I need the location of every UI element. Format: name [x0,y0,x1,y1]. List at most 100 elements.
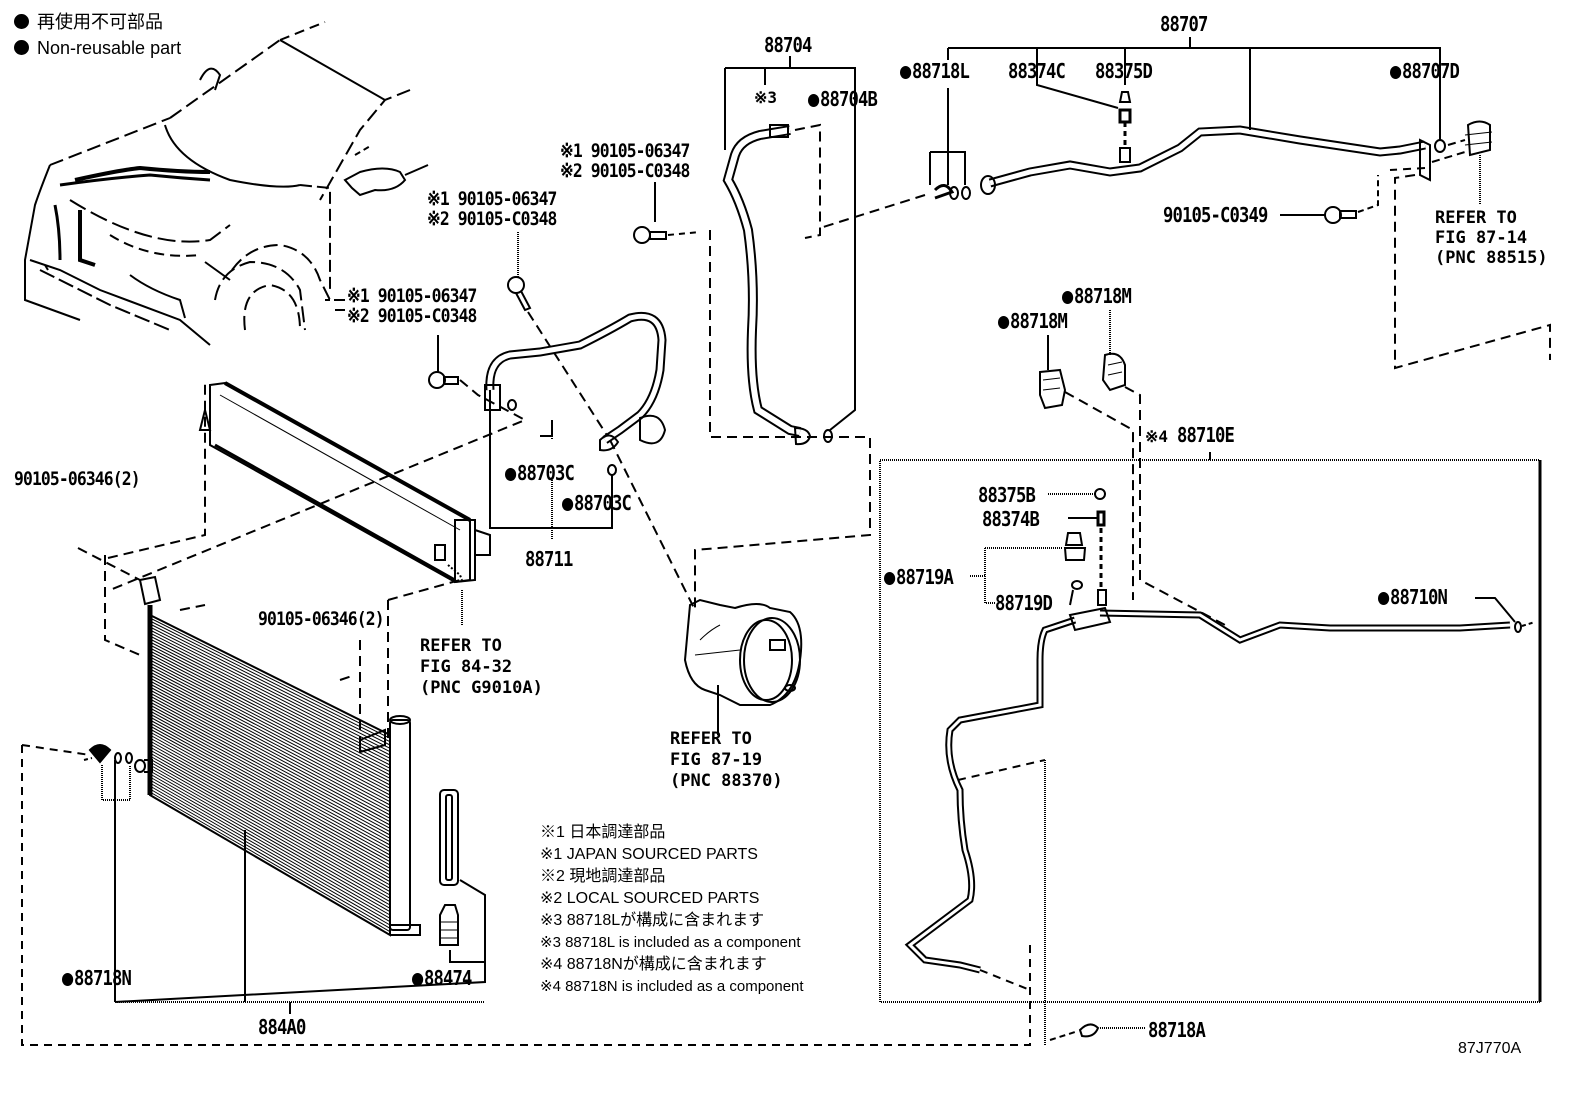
compressor-illustration [683,598,803,735]
condenser-fin [149,719,391,853]
label-bolt-top-mid-1[interactable]: ※1 90105-06347 [560,140,690,162]
label-88718L[interactable]: 88718L [900,60,970,82]
footnote: ※2 LOCAL SOURCED PARTS [540,890,760,907]
legend-jp: 再使用不可部品 [14,10,163,35]
label-bolt-car-1[interactable]: ※1 90105-06347 [347,285,477,307]
condenser-fin [149,764,391,903]
condenser-fin [149,638,391,763]
condenser-fin [149,785,391,926]
condenser-fin [149,647,391,773]
bolt-car [109,299,528,591]
condenser-fin [149,767,391,906]
label-90105-C0349[interactable]: 90105-C0349 [1163,203,1268,227]
bracket-88710E [879,452,1542,1003]
condenser-fin [149,683,391,813]
ref-fig-87-14[interactable]: REFER TO FIG 87-14 (PNC 88515) [1435,208,1548,268]
condenser-fin [149,626,391,749]
label-88704B[interactable]: 88704B [808,88,878,110]
label-88719D[interactable]: 88719D [995,591,1053,615]
label-text: 88710N [1390,585,1448,609]
label-88474[interactable]: 88474 [412,967,472,989]
filled-circle-icon [1378,592,1390,605]
label-bolt-06346-left[interactable]: 90105-06346(2) [14,468,141,490]
condenser-fin [149,761,391,899]
condenser-fin [149,653,391,779]
label-88704[interactable]: 88704 [764,33,812,57]
condenser-fin [149,731,391,866]
label-88710N[interactable]: 88710N [1378,585,1448,609]
condenser-fin [149,755,391,893]
condenser-fin [149,758,391,896]
condenser-fin [149,623,391,746]
condenser-fin [149,737,391,873]
label-884A0[interactable]: 884A0 [258,1015,306,1039]
condenser-fin [149,674,391,803]
footnote: ※1 JAPAN SOURCED PARTS [540,846,758,863]
condenser-fin [149,698,391,829]
radiator-support-illustration [198,381,491,625]
condenser-fin [149,686,391,816]
label-88375D[interactable]: 88375D [1095,59,1153,83]
condenser-fin [149,746,391,883]
vehicle-outline-illustration [24,21,429,346]
label-88719A[interactable]: 88719A [884,566,954,588]
label-88374B[interactable]: 88374B [982,507,1040,531]
label-88718M-upper[interactable]: 88718M [1062,285,1132,307]
filled-circle-icon [900,66,912,79]
bolt-c0349 [1280,175,1379,224]
condenser-fin [149,728,391,863]
condenser-fin [149,776,391,916]
condenser-fin [149,788,391,929]
label-bolt-left-2[interactable]: ※2 90105-C0348 [427,208,557,230]
pipe-88707-illustration [980,120,1551,370]
valve-88374C-88375D [1118,91,1132,163]
label-88711[interactable]: 88711 [525,547,573,571]
footnote: ※1 日本調達部品 [540,824,666,841]
ref-fig-87-19[interactable]: REFER TO FIG 87-19 (PNC 88370) [670,729,783,791]
condenser-guide-lines [77,380,461,740]
label-88707[interactable]: 88707 [1160,12,1208,36]
bolt-left-mid [507,232,696,611]
footnote: ※2 現地調達部品 [540,868,666,885]
condenser-fin [149,773,391,913]
outer-dashed-box [21,744,1031,1046]
label-bolt-car-2[interactable]: ※2 90105-C0348 [347,305,477,327]
condenser-fin [149,740,391,876]
label-88707D[interactable]: 88707D [1390,60,1460,82]
condenser-fin [149,701,391,833]
condenser-fin [149,695,391,826]
ref-fig-84-32[interactable]: REFER TO FIG 84-32 (PNC G9010A) [420,636,543,698]
label-text: 88703C [517,461,575,485]
condenser-fin [149,749,391,886]
label-88718M-lower[interactable]: 88718M [998,310,1068,332]
hose-88711-illustration [484,311,667,540]
label-88374C[interactable]: 88374C [1008,59,1066,83]
hose-88704-illustration [694,123,871,608]
condenser-fin [149,692,391,823]
condenser-fin [149,671,391,799]
filled-circle-icon [562,498,574,511]
condenser-fin [149,644,391,769]
condenser-fin [149,752,391,889]
pipe-88710E-illustration [904,589,1536,1045]
label-88718N[interactable]: 88718N [62,967,132,989]
condenser-fin [149,713,391,846]
filled-circle-icon [1390,66,1402,79]
label-88375B[interactable]: 88375B [978,483,1036,507]
bolt-top-mid [633,182,701,244]
label-bolt-top-mid-2[interactable]: ※2 90105-C0348 [560,160,690,182]
label-88703C-lower[interactable]: 88703C [562,492,632,514]
oring-88718L-group [819,88,971,229]
filled-circle-icon [62,973,74,986]
label-88710E[interactable]: 88710E [1177,423,1235,447]
label-88703C-upper[interactable]: 88703C [505,461,575,485]
condenser-fin [149,635,391,759]
label-bolt-left-1[interactable]: ※1 90105-06347 [427,188,557,210]
note-ref-4: ※4 [1145,427,1169,446]
label-88718A[interactable]: 88718A [1148,1018,1206,1042]
clip-88718A [1049,1023,1145,1041]
condenser-fin [149,680,391,809]
condenser-fin [149,725,391,859]
label-bolt-06346-mid[interactable]: 90105-06346(2) [258,608,385,630]
clip-88718M-b [1101,310,1226,626]
